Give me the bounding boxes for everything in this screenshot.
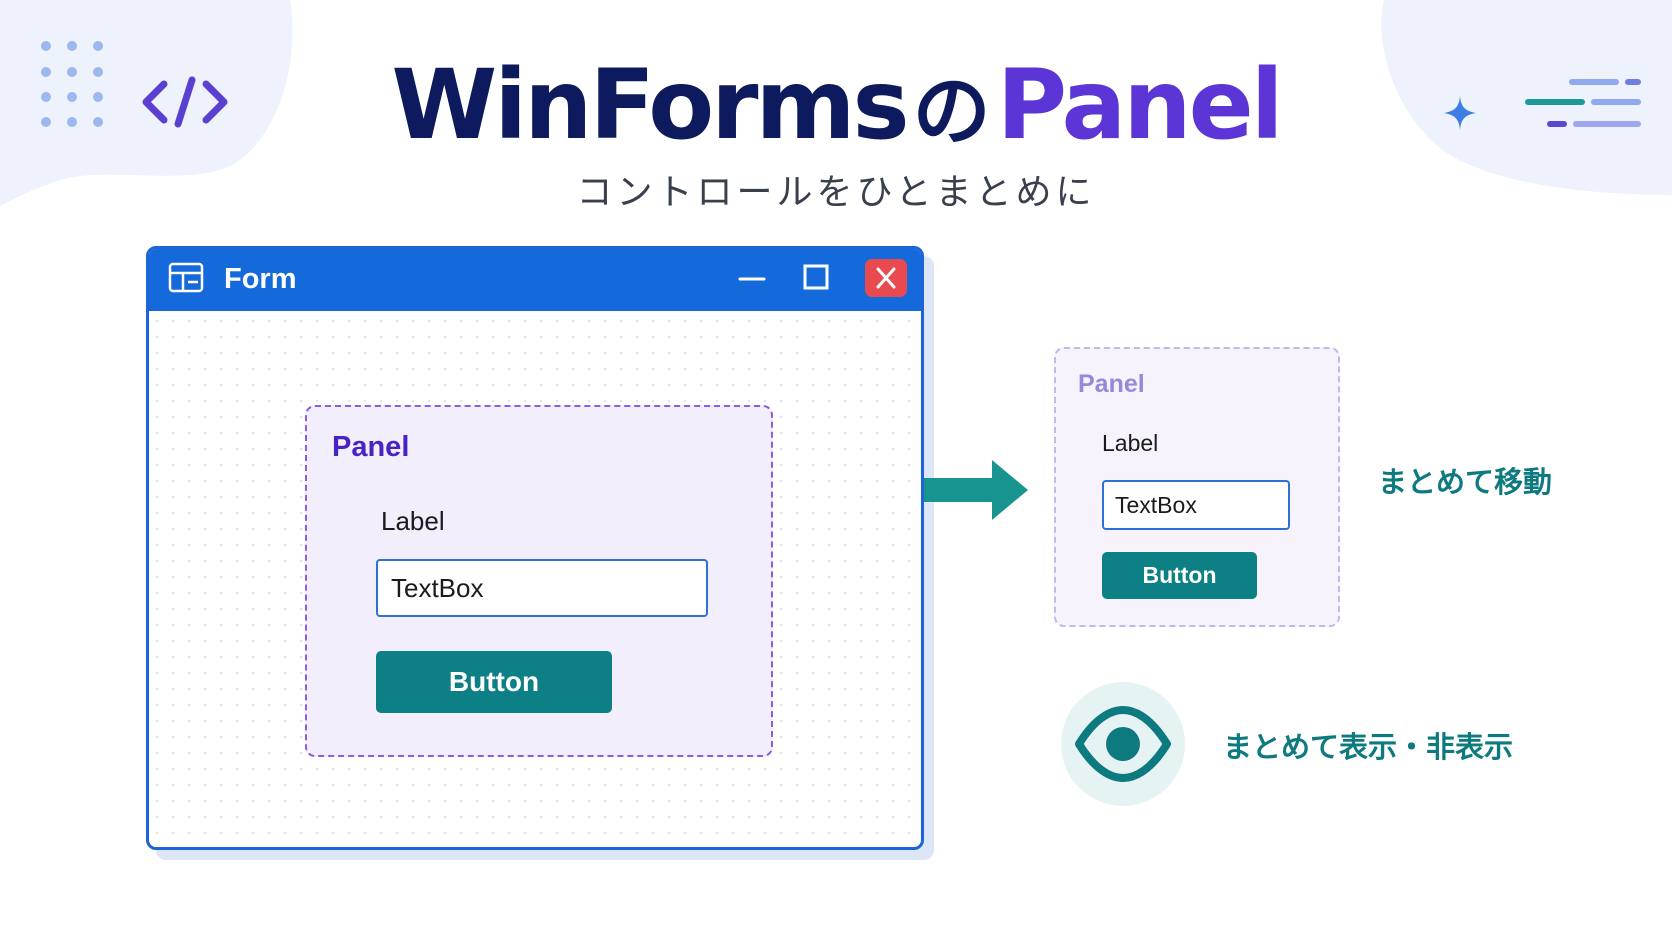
background-blob-right [1381, 0, 1672, 195]
page-subtitle: コントロールをひとまとめに [576, 172, 1096, 213]
close-icon [876, 267, 896, 289]
minimize-icon[interactable] [737, 259, 767, 297]
sparkle-icon [1444, 96, 1476, 130]
eye-badge [1061, 682, 1185, 806]
form-title: Form [224, 263, 297, 295]
title-particle: の [912, 67, 991, 157]
feature-move-text: まとめて移動 [1378, 465, 1553, 499]
button-control[interactable]: Button [376, 651, 612, 713]
textbox-control[interactable]: TextBox [376, 559, 708, 617]
moved-panel-label: Panel [1078, 370, 1145, 398]
form-titlebar[interactable]: Form [149, 249, 921, 311]
dots-grid-icon [41, 41, 103, 127]
form-window-icon [168, 262, 204, 293]
moved-label-control: Label [1102, 430, 1159, 456]
label-control: Label [381, 506, 445, 536]
panel-label: Panel [332, 431, 410, 463]
feature-visibility-text: まとめて表示・非表示 [1223, 730, 1514, 764]
maximize-icon[interactable] [801, 259, 831, 297]
close-button[interactable] [865, 259, 907, 297]
arrow-right-icon [924, 460, 1028, 520]
moved-panel-container[interactable]: Panel Label TextBox Button [1054, 347, 1340, 627]
title-winforms: WinForms [391, 49, 909, 161]
code-icon [142, 76, 228, 128]
panel-container[interactable]: Panel Label TextBox Button [305, 405, 773, 757]
eye-icon [1075, 706, 1171, 782]
title-panel: Panel [996, 49, 1284, 161]
moved-button-control[interactable]: Button [1102, 552, 1257, 599]
page-title: WinFormsのPanel [0, 40, 1672, 177]
lines-icon [1525, 79, 1641, 127]
moved-textbox-control[interactable]: TextBox [1102, 480, 1290, 530]
